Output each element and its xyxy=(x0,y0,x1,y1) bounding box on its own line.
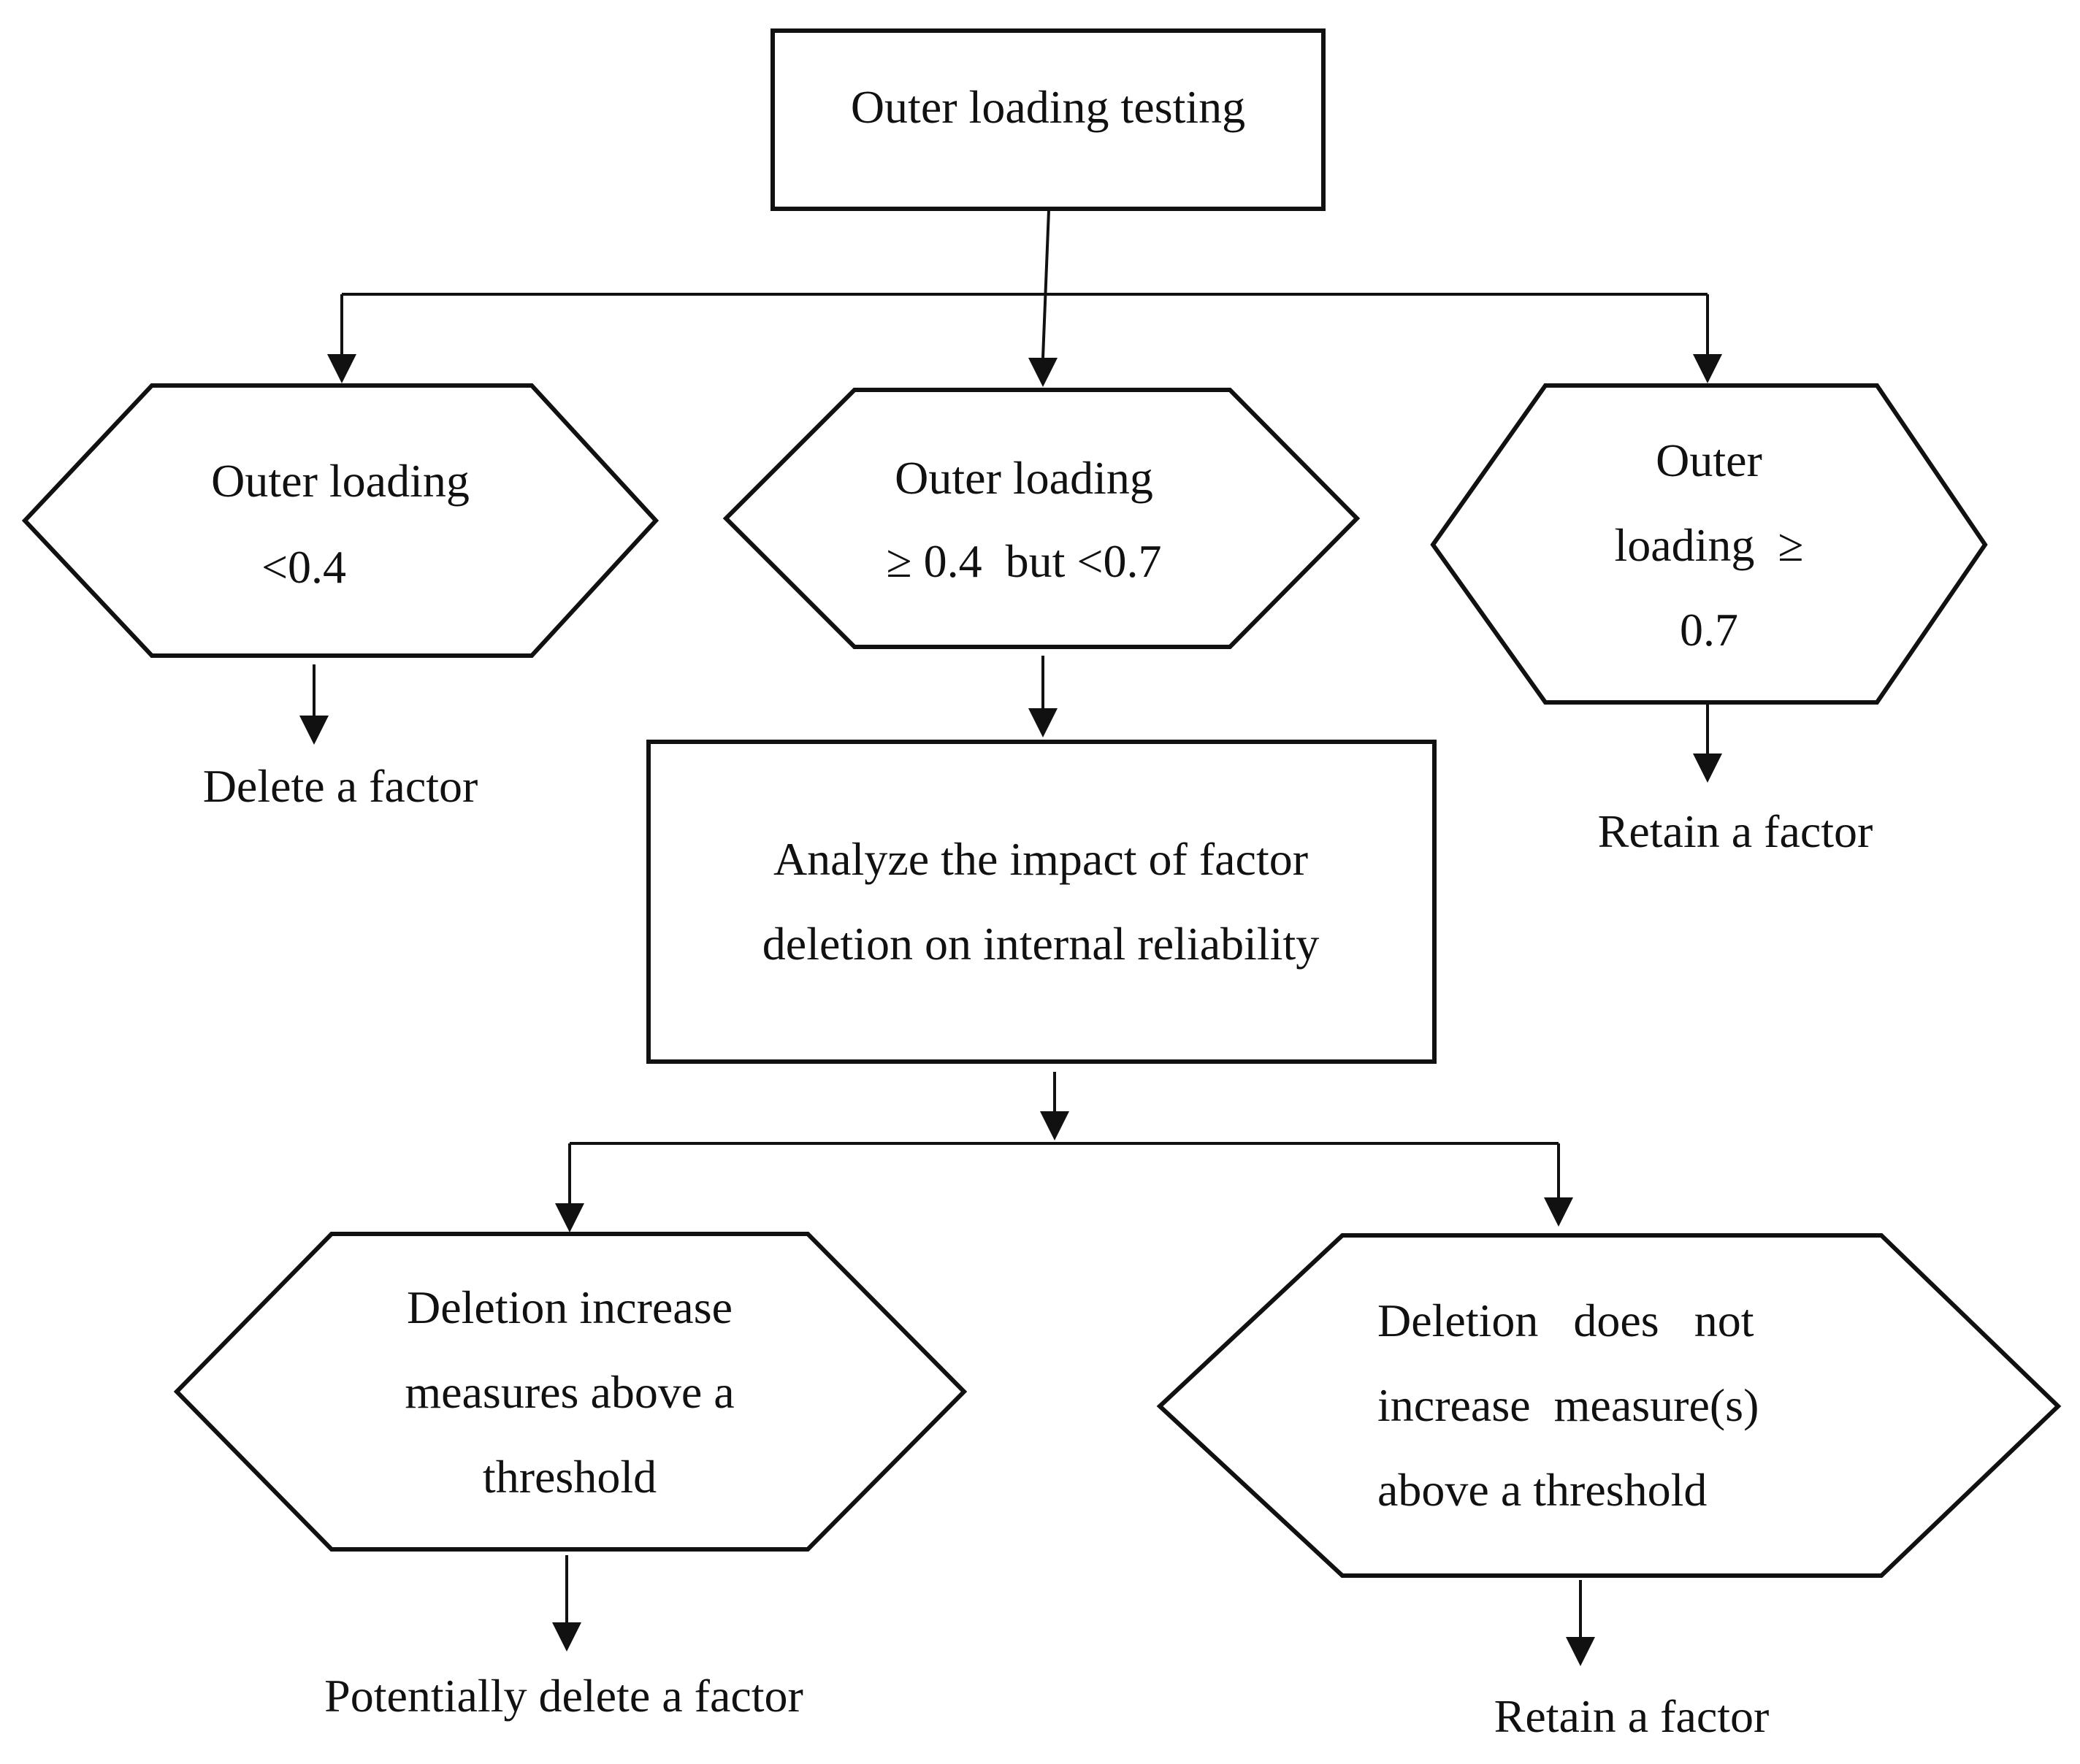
no-increase-line-1: Deletion does not xyxy=(1377,1295,1754,1346)
root-box xyxy=(771,28,1326,211)
high-outcome: Retain a factor xyxy=(1598,805,1873,857)
arrowhead-to-increase xyxy=(555,1203,584,1232)
high-condition-line-2: loading ≥ xyxy=(1614,519,1803,571)
arrowhead-no-increase-outcome xyxy=(1566,1637,1595,1666)
low-condition-line-2: <0.4 xyxy=(261,541,346,593)
increase-line-1: Deletion increase xyxy=(407,1281,733,1333)
no-increase-text: Deletion does not increase measure(s) ab… xyxy=(1377,1295,1759,1516)
root-label: Outer loading testing xyxy=(851,81,1245,133)
mid-condition-line-2: ≥ 0.4 but <0.7 xyxy=(887,535,1162,587)
analyze-text: Analyze the impact of factor deletion on… xyxy=(762,833,1319,970)
arrowhead-to-high xyxy=(1693,354,1722,383)
no-increase-line-3: above a threshold xyxy=(1377,1464,1707,1516)
analyze-box xyxy=(646,740,1437,1064)
arrowhead-to-no-increase xyxy=(1544,1197,1573,1227)
arrowhead-to-mid xyxy=(1028,358,1058,387)
arrowhead-low-outcome xyxy=(299,716,329,745)
increase-outcome: Potentially delete a factor xyxy=(324,1670,803,1722)
increase-line-2: measures above a xyxy=(405,1366,734,1418)
hexagon-no-increase xyxy=(1156,1233,2062,1578)
arrowhead-analyze-down xyxy=(1040,1111,1069,1140)
increase-line-3: threshold xyxy=(483,1451,657,1503)
low-condition-text: Outer loading <0.4 xyxy=(211,455,470,593)
analyze-line-1: Analyze the impact of factor xyxy=(773,833,1308,885)
analyze-line-2: deletion on internal reliability xyxy=(762,918,1319,970)
connectors xyxy=(299,210,1722,1666)
arrowhead-mid-analyze xyxy=(1028,708,1058,737)
mid-condition-text: Outer loading ≥ 0.4 but <0.7 xyxy=(887,452,1162,587)
increase-text: Deletion increase measures above a thres… xyxy=(405,1281,734,1503)
hexagon-high xyxy=(1430,383,1988,705)
hexagon-low xyxy=(21,383,659,658)
low-outcome: Delete a factor xyxy=(203,760,478,812)
no-increase-line-2: increase measure(s) xyxy=(1377,1379,1759,1431)
high-condition-text: Outer loading ≥ 0.7 xyxy=(1614,434,1803,656)
arrowhead-high-outcome xyxy=(1693,753,1722,783)
mid-condition-line-1: Outer loading xyxy=(895,452,1153,504)
connector-root-down xyxy=(1041,210,1050,358)
high-condition-line-1: Outer xyxy=(1656,434,1762,486)
hexagon-increase xyxy=(173,1232,968,1552)
no-increase-outcome: Retain a factor xyxy=(1494,1690,1770,1742)
hexagon-mid xyxy=(722,388,1361,649)
arrowhead-to-low xyxy=(327,354,356,383)
arrowhead-increase-outcome xyxy=(552,1622,581,1652)
high-condition-line-3: 0.7 xyxy=(1680,604,1738,656)
low-condition-line-1: Outer loading xyxy=(211,455,470,507)
